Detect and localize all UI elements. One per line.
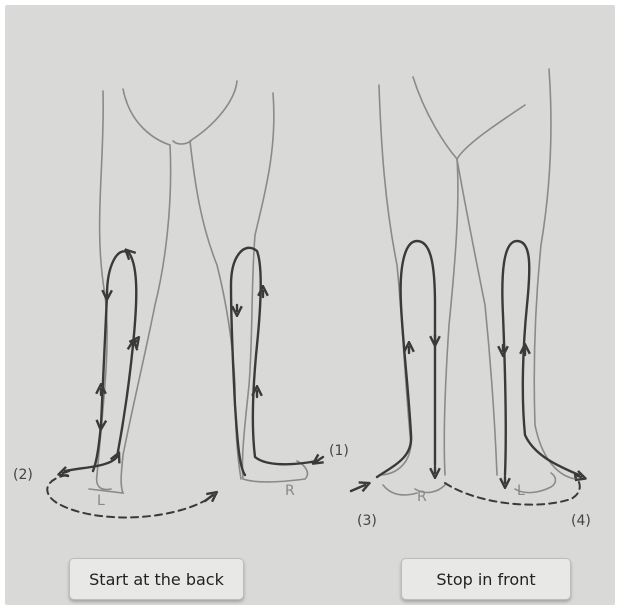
step-1-label: (1) [329,443,349,459]
front-view-legs [379,69,575,495]
start-at-back-button[interactable]: Start at the back [69,558,244,600]
back-view-paths [47,248,323,518]
foot-label-left: L [97,493,105,509]
step-2-label: (2) [13,467,33,483]
step-3-label: (3) [357,513,377,529]
foot-label-right-front: R [417,489,427,505]
illustration-panel: (2) (1) L R (3) (4) R L Start at the bac… [5,5,615,605]
front-view-paths [351,241,581,505]
step-4-label: (4) [571,513,591,529]
stop-in-front-button[interactable]: Stop in front [401,558,571,600]
foot-label-left-front: L [517,483,525,499]
foot-label-right: R [285,483,295,499]
legs-illustration [5,5,615,605]
